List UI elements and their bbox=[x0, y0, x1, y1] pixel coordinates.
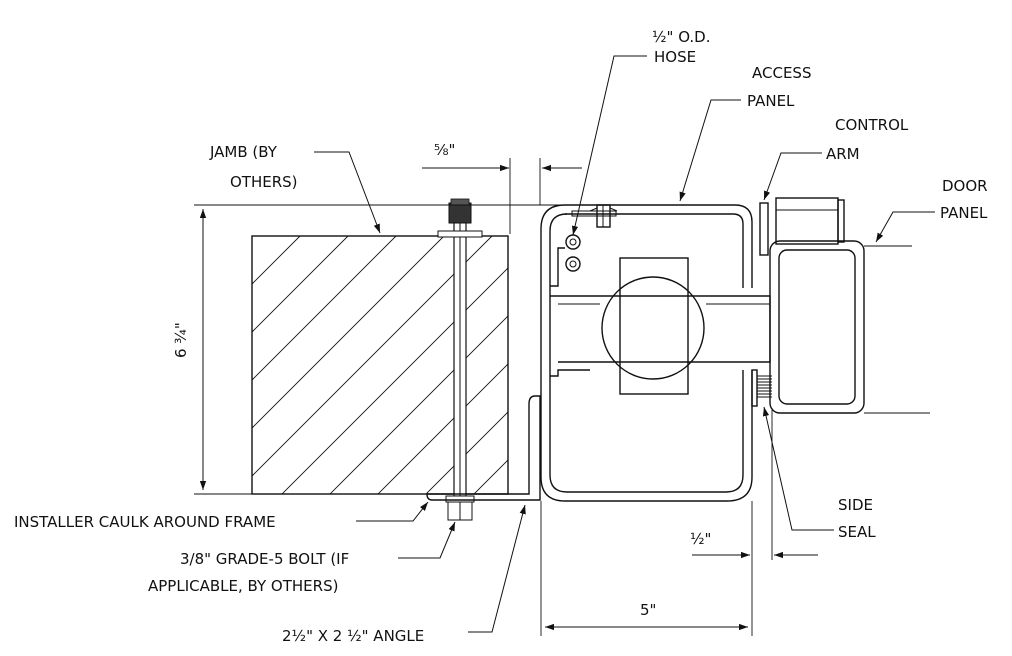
bolt-label-line2: APPLICABLE, BY OTHERS) bbox=[148, 577, 338, 595]
hose-fittings bbox=[565, 234, 581, 272]
screw-fitting bbox=[571, 204, 618, 228]
control-arm-label-line2: ARM bbox=[826, 145, 860, 163]
hose-label-line1: ½" O.D. bbox=[652, 28, 711, 46]
access-panel-label-line2: PANEL bbox=[747, 92, 795, 110]
leader-lines bbox=[314, 55, 935, 633]
angle bbox=[426, 395, 541, 501]
dimension-five: 5" bbox=[640, 601, 656, 619]
bolt-label-line1: 3/8" GRADE-5 BOLT (IF bbox=[180, 550, 349, 568]
dimension-six-three-quarters: 6 ¾" bbox=[172, 322, 190, 358]
side-seal-label-line2: SEAL bbox=[838, 523, 876, 541]
frame-channel bbox=[540, 204, 771, 502]
hose-label-line2: HOSE bbox=[654, 48, 696, 66]
door-panel bbox=[769, 240, 930, 414]
control-arm-label-line1: CONTROL bbox=[835, 116, 909, 134]
dimension-lines bbox=[194, 158, 818, 636]
door-panel-label-line1: DOOR bbox=[942, 177, 988, 195]
jamb-label-line1: JAMB (BY bbox=[209, 143, 278, 161]
dimension-five-eighths: ⅝" bbox=[434, 141, 455, 159]
bolt bbox=[437, 198, 483, 521]
control-arm bbox=[759, 197, 845, 256]
door-panel-label-line2: PANEL bbox=[940, 204, 988, 222]
jamb-label-line2: OTHERS) bbox=[230, 173, 298, 191]
side-seal-label-line1: SIDE bbox=[838, 496, 873, 514]
jamb-block bbox=[251, 235, 509, 495]
pivot-assembly bbox=[601, 257, 705, 395]
access-panel-label-line1: ACCESS bbox=[752, 64, 811, 82]
angle-label: 2½" X 2 ½" ANGLE bbox=[282, 627, 424, 645]
dimension-half: ½" bbox=[690, 530, 711, 548]
caulk-label: INSTALLER CAULK AROUND FRAME bbox=[14, 513, 276, 531]
side-seal bbox=[751, 369, 772, 407]
